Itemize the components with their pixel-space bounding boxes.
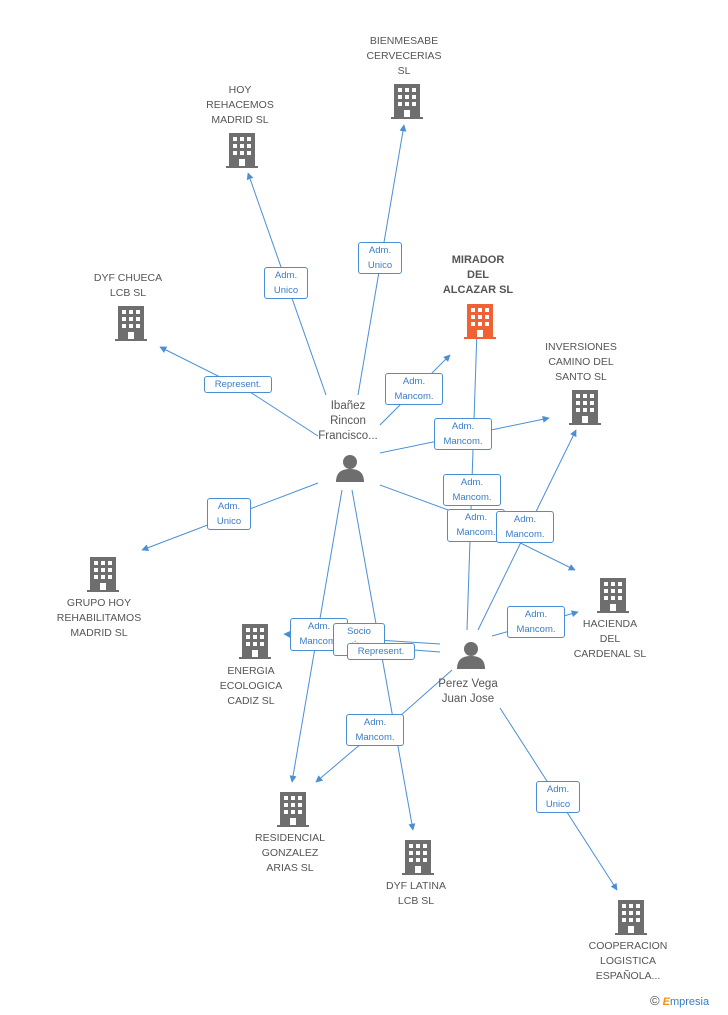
footer-brand: ©Empresia	[650, 993, 709, 1008]
edge-label-ibanez-bienmesabe: Adm. Unico	[358, 242, 402, 274]
company-label-dyf-chueca[interactable]: DYF CHUECA LCB SL	[93, 272, 163, 299]
edge-label-perez-residencial: Adm. Mancom.	[346, 714, 404, 746]
edge-label-ibanez-mirador: Adm. Mancom.	[385, 373, 443, 405]
building-icon-cooperacion[interactable]	[615, 900, 647, 935]
building-icon-bienmesabe[interactable]	[391, 84, 423, 119]
building-icon-hacienda[interactable]	[597, 578, 629, 613]
building-icon-mirador[interactable]	[464, 304, 496, 339]
company-label-inversiones[interactable]: INVERSIONES CAMINO DEL SANTO SL	[545, 341, 617, 383]
edge-ibanez-dyf-latina	[351, 489, 416, 831]
building-icon-dyf-chueca[interactable]	[115, 306, 147, 341]
edge-label-ibanez-hoy: Adm. Unico	[264, 267, 308, 299]
person-icon-perez[interactable]	[457, 642, 485, 669]
company-label-hacienda[interactable]: HACIENDA DEL CARDENAL SL	[573, 618, 647, 660]
edge-label-ibanez-hacienda: Adm. Mancom.	[447, 509, 505, 542]
edge-label-perez-cooperacion: Adm. Unico	[536, 781, 580, 813]
copyright-symbol: ©	[650, 993, 660, 1008]
edge-label-ibanez-grupo-hoy: Adm. Unico	[207, 498, 251, 530]
person-label-perez[interactable]: Perez Vega Juan Jose	[438, 678, 498, 705]
edge-label-ibanez-inversiones: Adm. Mancom.	[434, 418, 492, 450]
building-icon-hoy[interactable]	[226, 133, 258, 168]
brand-logo-text: mpresia	[669, 996, 710, 1008]
company-label-energia[interactable]: ENERGIA ECOLOGICA CADIZ SL	[219, 665, 283, 707]
edge-label-ibanez-dyf-chueca: Represent.	[204, 376, 272, 393]
building-icon-dyf-latina[interactable]	[402, 840, 434, 875]
edge-label-perez-mirador: Adm. Mancom.	[443, 474, 501, 506]
company-label-dyf-latina[interactable]: DYF LATINA LCB SL	[386, 880, 446, 907]
building-icon-inversiones[interactable]	[569, 390, 601, 425]
company-label-mirador[interactable]: MIRADOR DEL ALCAZAR SL	[442, 254, 514, 296]
person-icon-ibanez[interactable]	[336, 455, 364, 482]
building-icon-residencial[interactable]	[277, 792, 309, 827]
building-icon-energia[interactable]	[239, 624, 271, 659]
company-label-bienmesabe[interactable]: BIENMESABE CERVECERIAS SL	[366, 35, 442, 77]
building-icon-grupo-hoy[interactable]	[87, 557, 119, 592]
company-label-residencial[interactable]: RESIDENCIAL GONZALEZ ARIAS SL	[254, 832, 326, 874]
company-label-cooperacion[interactable]: COOPERACION LOGISTICA ESPAÑOLA...	[588, 940, 668, 982]
company-label-grupo-hoy[interactable]: GRUPO HOY REHABILITAMOS MADRID SL	[56, 597, 142, 639]
edge-label-perez-energia-rep: Represent.	[347, 643, 415, 660]
edge-label-perez-inversiones: Adm. Mancom.	[496, 511, 554, 543]
company-label-hoy[interactable]: HOY REHACEMOS MADRID SL	[206, 84, 274, 126]
person-label-ibanez[interactable]: Ibañez Rincon Francisco...	[318, 400, 378, 442]
edge-label-perez-hacienda: Adm. Mancom.	[507, 606, 565, 638]
brand-logo-e: E	[662, 996, 670, 1008]
